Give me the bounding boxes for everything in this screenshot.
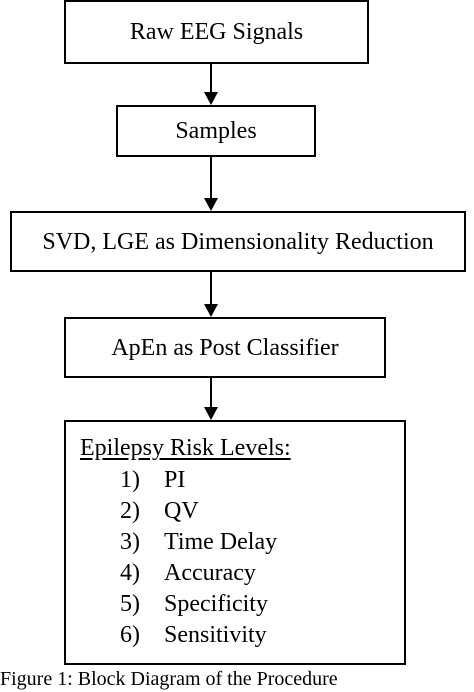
list-item-label: Specificity [164,591,268,617]
raw-eeg-signals-box: Raw EEG Signals [64,0,369,64]
list-item-label: Sensitivity [164,622,267,648]
list-item: 6) Sensitivity [120,620,404,651]
list-item-label: Accuracy [164,560,256,586]
risk-levels-list: 1) PI 2) QV 3) Time Delay 4) Accuracy 5)… [80,465,404,651]
list-item-label: Time Delay [164,529,278,555]
epilepsy-risk-levels-box: Epilepsy Risk Levels: 1) PI 2) QV 3) Tim… [64,420,406,665]
list-item-number: 5) [120,591,140,617]
list-item-number: 6) [120,622,140,648]
raw-eeg-signals-label: Raw EEG Signals [129,19,304,45]
list-item: 2) QV [120,496,404,527]
list-item-label: PI [164,467,186,493]
dimensionality-reduction-label: SVD, LGE as Dimensionality Reduction [42,228,434,255]
list-item: 5) Specificity [120,589,404,620]
list-item-number: 4) [120,560,140,586]
post-classifier-box: ApEn as Post Classifier [64,317,386,378]
arrow-down-3 [204,272,218,317]
list-item-label: QV [164,498,199,524]
list-item-number: 2) [120,498,140,524]
samples-box: Samples [116,105,316,157]
list-item: 3) Time Delay [120,527,404,558]
risk-levels-title: Epilepsy Risk Levels: [80,435,291,461]
samples-label: Samples [175,118,257,144]
figure-caption: Figure 1: Block Diagram of the Procedure [0,668,338,690]
list-item-number: 1) [120,467,140,493]
arrow-down-1 [204,64,218,105]
dimensionality-reduction-box: SVD, LGE as Dimensionality Reduction [10,211,466,272]
arrow-down-2 [204,157,218,211]
post-classifier-label: ApEn as Post Classifier [111,334,339,361]
list-item: 4) Accuracy [120,558,404,589]
list-item-number: 3) [120,529,140,555]
list-item: 1) PI [120,465,404,496]
arrow-down-4 [204,378,218,420]
